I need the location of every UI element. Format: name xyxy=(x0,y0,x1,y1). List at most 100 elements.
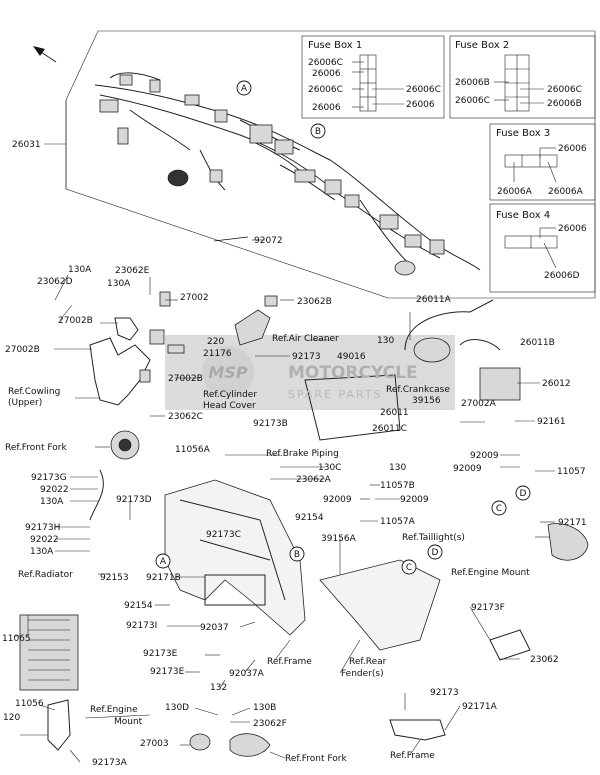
label-132: 132 xyxy=(210,683,227,693)
callout-b-mid: B xyxy=(289,546,305,562)
svg-text:26006A: 26006A xyxy=(548,187,584,197)
label-92173i: 92173I xyxy=(126,621,157,631)
label-ref-rear-fender-2: Fender(s) xyxy=(341,669,384,679)
label-26011: 26011 xyxy=(380,408,409,418)
label-92153: 92153 xyxy=(100,573,129,583)
watermark-main-text: MOTORCYCLE xyxy=(288,363,418,383)
label-ref-brake-piping: Ref.Brake Piping xyxy=(266,449,339,459)
air-cleaner-connector xyxy=(234,295,278,346)
label-92173a: 92173A xyxy=(92,758,128,768)
label-130a-d: 130A xyxy=(30,547,54,557)
svg-text:26006B: 26006B xyxy=(455,78,490,88)
callout-a-top: A xyxy=(236,80,252,96)
label-92173e-a: 92173E xyxy=(143,649,178,659)
label-92171: 92171 xyxy=(558,518,587,528)
label-ref-frame-bot: Ref.Frame xyxy=(390,751,435,761)
label-49016: 49016 xyxy=(337,352,366,362)
svg-text:A: A xyxy=(241,84,248,94)
svg-text:B: B xyxy=(315,127,321,137)
label-130a-b: 130A xyxy=(107,279,131,289)
label-ref-engine-mount-r: Ref.Engine Mount xyxy=(451,568,530,578)
cowling-bracket-assembly xyxy=(89,291,185,406)
label-23062b: 23062B xyxy=(297,297,332,307)
callout-a-mid: A xyxy=(155,553,171,569)
label-130d: 130D xyxy=(165,703,189,713)
svg-text:26006C: 26006C xyxy=(406,85,441,95)
label-ref-cowling-1: Ref.Cowling xyxy=(8,387,60,397)
svg-text:26006: 26006 xyxy=(312,103,341,113)
label-ref-frame-mid: Ref.Frame xyxy=(267,657,312,667)
label-27002b-c: 27002B xyxy=(168,374,203,384)
label-11056: 11056 xyxy=(15,699,44,709)
label-ref-taillight: Ref.Taillight(s) xyxy=(402,533,465,543)
front-fork-clamp xyxy=(89,430,140,521)
label-27002b-a: 27002B xyxy=(58,316,93,326)
label-21176: 21176 xyxy=(203,349,232,359)
label-ref-cowling-2: (Upper) xyxy=(8,398,42,408)
battery xyxy=(459,339,521,401)
svg-text:26006C: 26006C xyxy=(455,96,490,106)
label-ref-air-cleaner: Ref.Air Cleaner xyxy=(272,334,339,344)
label-27002-top: 27002 xyxy=(180,293,209,303)
label-92173-mid: 92173 xyxy=(292,352,321,362)
leader-lines xyxy=(14,143,555,763)
label-ref-front-fork-bot: Ref.Front Fork xyxy=(285,754,347,764)
label-ref-crankcase: Ref.Crankcase xyxy=(386,385,450,395)
label-92154-a: 92154 xyxy=(295,513,324,523)
fuse-box-3-panel xyxy=(489,123,596,201)
svg-text:A: A xyxy=(160,557,167,567)
front-fork-sensor-bottom xyxy=(189,733,271,757)
label-130-mid: 130 xyxy=(377,336,394,346)
watermark-sub-text: SPARE PARTS xyxy=(288,388,383,401)
frame-assembly xyxy=(164,479,306,636)
label-26031: 26031 xyxy=(12,140,41,150)
label-92173-bot: 92173 xyxy=(430,688,459,698)
label-92154-b: 92154 xyxy=(124,601,153,611)
label-92009-c: 92009 xyxy=(323,495,352,505)
label-ref-engine-mount-l-1: Ref.Engine xyxy=(90,705,138,715)
callout-c-right: C xyxy=(491,500,507,516)
label-11057: 11057 xyxy=(557,467,586,477)
label-27002b-b: 27002B xyxy=(5,345,40,355)
label-ref-rear-fender-1: Ref.Rear xyxy=(349,657,387,667)
label-92173d: 92173D xyxy=(116,495,152,505)
label-39156: 39156 xyxy=(412,396,441,406)
label-92171b: 92171B xyxy=(146,573,181,583)
front-direction-arrow-icon xyxy=(33,46,57,63)
label-92173c: 92173C xyxy=(206,530,241,540)
callout-c-mid: C xyxy=(401,559,417,575)
label-23062-r: 23062 xyxy=(530,655,559,665)
label-ref-radiator: Ref.Radiator xyxy=(18,570,73,580)
label-130a-top: 130A xyxy=(68,265,92,275)
battery-tray xyxy=(304,374,401,441)
svg-text:Fuse Box 1: Fuse Box 1 xyxy=(308,40,362,51)
label-11065: 11065 xyxy=(2,634,31,644)
label-92173h: 92173H xyxy=(25,523,60,533)
clip-92072-icon xyxy=(213,236,249,242)
fuse-box-3-labels: Fuse Box 3 26006 26006A 26006A xyxy=(496,128,587,197)
label-23062a: 23062A xyxy=(296,475,332,485)
svg-text:26006: 26006 xyxy=(406,100,435,110)
taillight-connector xyxy=(547,523,589,561)
svg-text:26006B: 26006B xyxy=(547,99,582,109)
fuse-box-1-labels: Fuse Box 1 26006C 26006 26006C 26006 260… xyxy=(308,40,441,113)
svg-text:26006: 26006 xyxy=(558,224,587,234)
svg-text:C: C xyxy=(496,504,502,514)
label-23062d: 23062D xyxy=(37,277,73,287)
svg-text:D: D xyxy=(432,548,439,558)
main-wiring-harness[interactable] xyxy=(94,72,481,276)
label-26011c: 26011C xyxy=(372,424,407,434)
watermark-logo xyxy=(165,335,455,410)
fuse-box-2-labels: Fuse Box 2 26006B 26006C 26006C 26006B xyxy=(455,40,582,109)
main-harness-panel xyxy=(65,30,596,299)
label-130a-c: 130A xyxy=(40,497,64,507)
label-92173f: 92173F xyxy=(471,603,505,613)
label-ref-cyl-head-2: Head Cover xyxy=(203,401,256,411)
label-26012: 26012 xyxy=(542,379,571,389)
svg-text:26006C: 26006C xyxy=(547,85,582,95)
label-26011b: 26011B xyxy=(520,338,555,348)
label-ref-cyl-head-1: Ref.Cylinder xyxy=(203,390,257,400)
engine-mount-bracket-right xyxy=(489,629,531,661)
frame-bracket-bottom-right xyxy=(389,719,446,741)
label-27002a: 27002A xyxy=(461,399,497,409)
